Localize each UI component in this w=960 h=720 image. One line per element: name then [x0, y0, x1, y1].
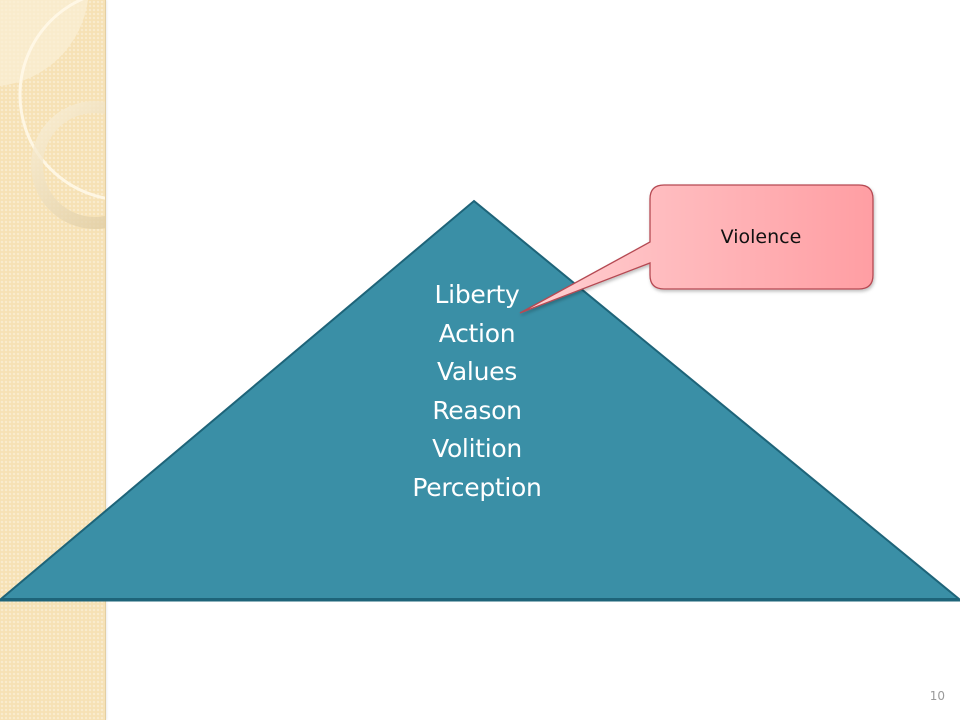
pyramid-level-reason: Reason	[432, 395, 522, 425]
page-number: 10	[929, 689, 945, 703]
decorative-circles	[0, 0, 105, 229]
large-ring	[18, 0, 105, 200]
small-ring	[31, 101, 105, 229]
pyramid-level-values: Values	[437, 357, 517, 386]
pyramid-level-perception: Perception	[412, 472, 542, 502]
pyramid-level-action: Action	[438, 318, 516, 348]
callout-bubble	[519, 184, 874, 314]
callout-label: Violence	[720, 226, 802, 248]
pyramid-levels: Liberty Action Values Reason Volition Pe…	[377, 276, 577, 507]
pyramid-level-liberty: Liberty	[434, 280, 520, 309]
light-panel-shape	[0, 0, 88, 86]
pyramid-level-volition: Volition	[432, 434, 522, 463]
